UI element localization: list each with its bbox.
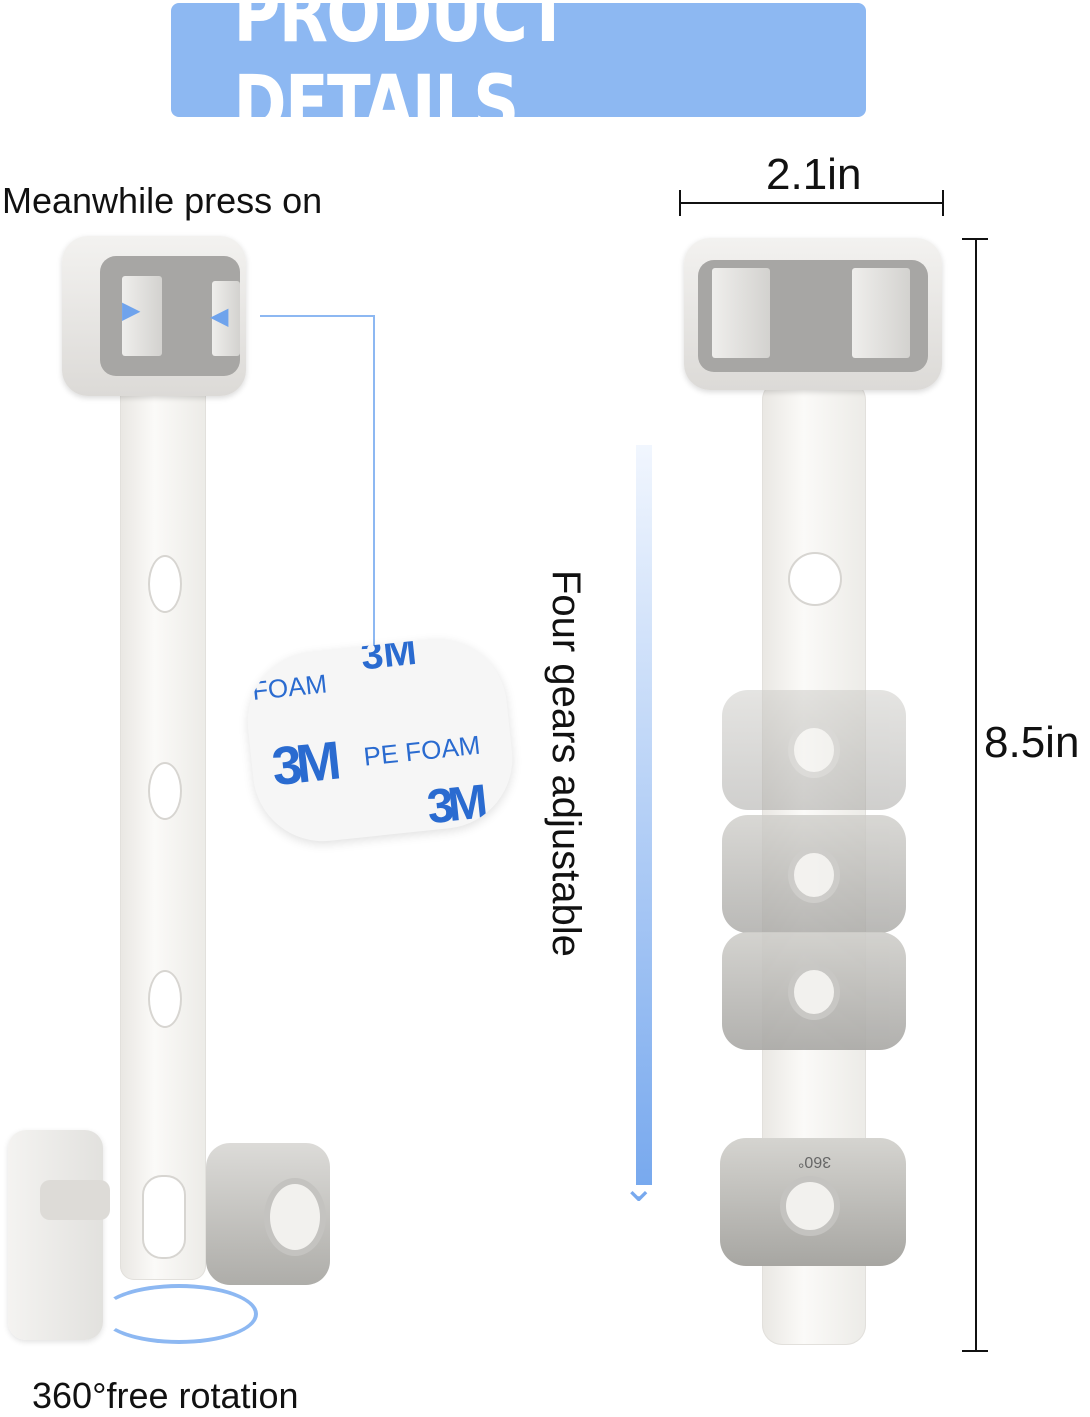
lock-head-left — [62, 236, 246, 396]
page-title: PRODUCT DETAILS — [233, 0, 570, 150]
press-label: Meanwhile press on — [2, 180, 323, 221]
strap-hole — [148, 762, 182, 820]
chevron-down-icon: ⌄ — [622, 1166, 656, 1210]
height-label: 8.5in — [984, 718, 1080, 767]
callout-line — [260, 315, 375, 317]
gear-position — [722, 815, 906, 933]
dimension-tick — [962, 1350, 988, 1352]
gear-position — [722, 932, 906, 1050]
mount-plate — [8, 1130, 110, 1340]
adjust-arrow — [636, 445, 652, 1185]
adjust-label: Four gears adjustable — [544, 570, 588, 957]
foam-text: FOAM — [250, 668, 329, 707]
foam-brand: 3M — [358, 631, 419, 679]
strap-hole — [788, 552, 842, 606]
width-label: 2.1in — [766, 150, 862, 199]
strap-left — [120, 380, 206, 1280]
strap-hole — [142, 1175, 186, 1259]
strap-hole — [148, 970, 182, 1028]
arrow-left-icon: ◀ — [210, 303, 229, 330]
foam-text: PE FOAM — [362, 729, 482, 772]
foam-brand: 3M — [269, 730, 339, 798]
3m-foam-pad: FOAM 3M 3M PE FOAM 3M — [240, 631, 520, 849]
rotation-mark: 360° — [798, 1153, 832, 1170]
foam-brand: 3M — [424, 775, 485, 835]
gear-position — [722, 690, 906, 810]
base-block-left — [206, 1143, 330, 1285]
dimension-tick — [942, 190, 944, 216]
dimension-tick — [679, 190, 681, 216]
header-banner: PRODUCT DETAILS — [171, 0, 866, 150]
rotation-arrow-icon — [100, 1284, 258, 1344]
strap-hole — [148, 555, 182, 613]
width-dimension-line — [680, 202, 944, 204]
height-dimension-line — [975, 238, 977, 1352]
base-block-right: 360° — [720, 1138, 906, 1266]
dimension-tick — [962, 238, 988, 240]
arrow-right-icon: ▶ — [122, 297, 141, 324]
callout-line — [373, 315, 375, 650]
lock-head-right — [684, 238, 942, 390]
rotation-label: 360°free rotation — [32, 1375, 299, 1416]
